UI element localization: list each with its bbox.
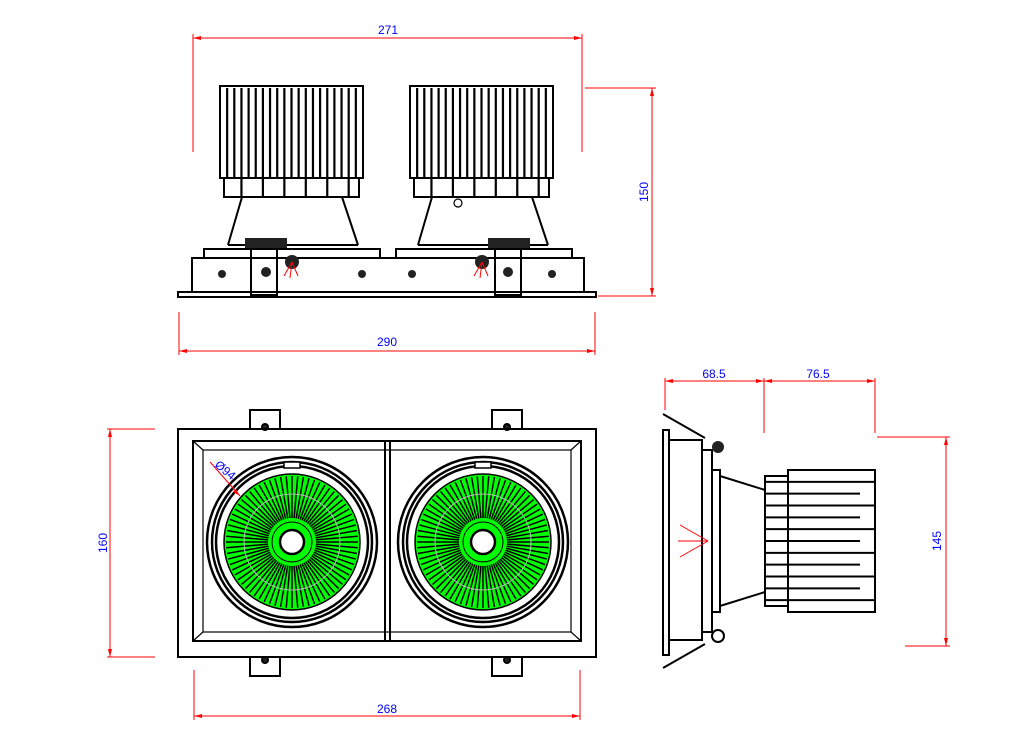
side-view: 68.5 76.5 145 <box>662 367 950 669</box>
dim-271-line <box>192 34 583 152</box>
lens-2 <box>396 455 570 629</box>
dim-290-line <box>178 312 596 355</box>
dim-150-line <box>585 87 656 297</box>
lens-1 <box>205 455 379 629</box>
dim-68-5-line <box>664 378 765 433</box>
dim-label-160: 160 <box>96 533 110 553</box>
top-heatsinks <box>219 85 554 198</box>
front-frame <box>177 428 597 658</box>
divider <box>384 441 391 641</box>
tabs <box>249 409 523 677</box>
front-bezel <box>192 440 582 642</box>
left-neck <box>227 196 359 246</box>
spring-marks <box>283 261 489 279</box>
left-clip-head <box>245 238 287 248</box>
dim-label-76-5: 76.5 <box>806 367 830 381</box>
front-bezel-inner <box>202 449 572 633</box>
dim-160-line <box>107 428 155 658</box>
dim-label-150: 150 <box>637 182 651 202</box>
dim-76-5-line <box>764 378 876 433</box>
front-view: Ø94 160 268 <box>96 409 597 720</box>
right-neck <box>417 196 549 246</box>
side-fins <box>765 480 875 602</box>
heatsink-2 <box>409 85 554 198</box>
dim-label-290: 290 <box>377 335 397 349</box>
dim-label-271: 271 <box>378 23 398 37</box>
side-body <box>669 439 713 641</box>
top-view: 271 150 290 <box>177 23 656 355</box>
side-flange <box>662 429 670 656</box>
dim-label-268: 268 <box>377 702 397 716</box>
right-clip-head <box>488 238 530 248</box>
side-heatsink <box>764 469 876 613</box>
dim-268-line <box>193 670 581 720</box>
screws <box>218 255 556 278</box>
side-cone <box>712 469 766 613</box>
lenses <box>205 455 570 629</box>
side-springs <box>662 413 706 669</box>
heatsink-1 <box>219 85 364 198</box>
base-plate <box>177 291 597 298</box>
dim-145-line <box>877 436 950 647</box>
dim-label-145: 145 <box>930 531 944 551</box>
dim-label-68-5: 68.5 <box>702 367 726 381</box>
pivot-screw <box>453 198 463 208</box>
